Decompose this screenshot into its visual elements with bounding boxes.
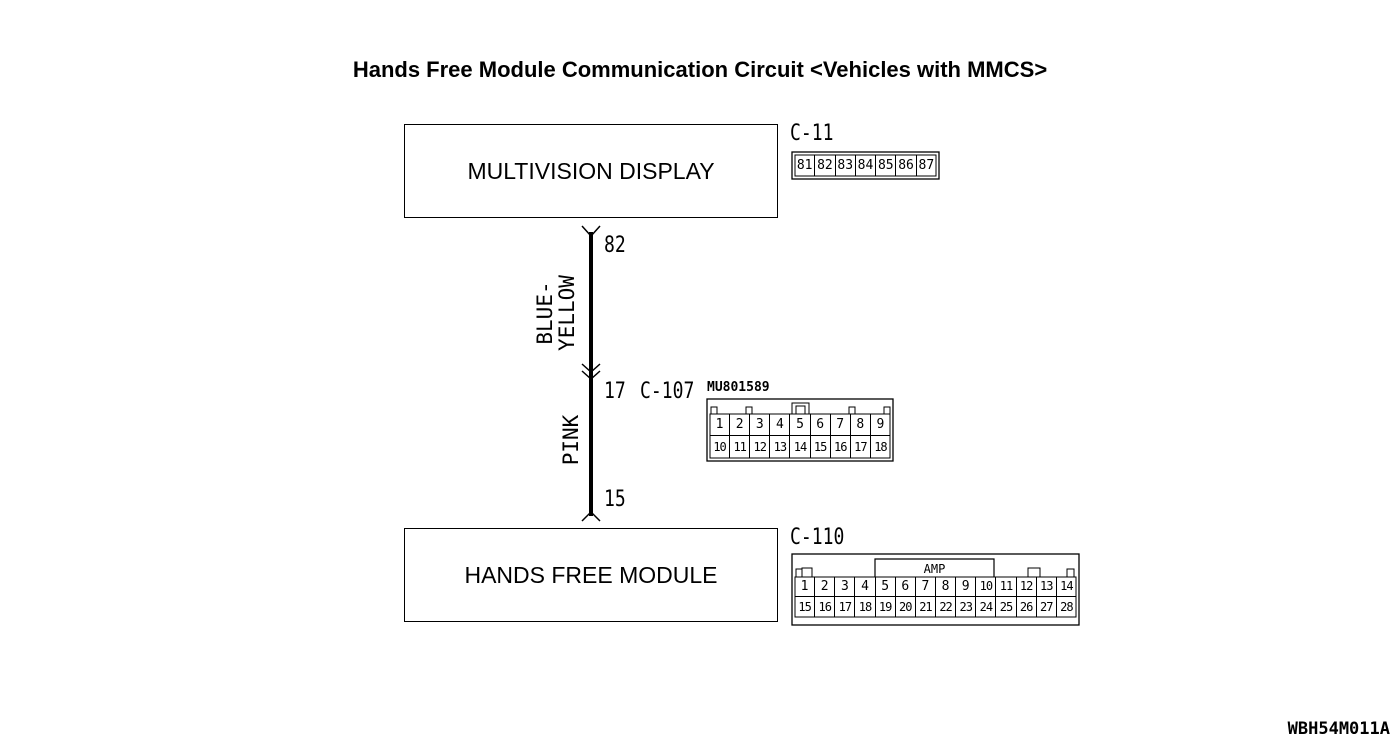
figure-code: WBH54M011A	[1287, 719, 1390, 739]
c107-pin: 3	[750, 414, 771, 435]
c11-pin: 86	[896, 155, 917, 176]
wire-color-line-2: YELLOW	[555, 275, 579, 351]
connector-c11-pins: 81 82 83 84 85 86 87	[795, 155, 936, 176]
c110-pin: 5	[876, 577, 896, 596]
c107-pin: 15	[811, 436, 831, 458]
c107-pin: 2	[730, 414, 751, 435]
c110-pin: 24	[976, 597, 997, 617]
connector-c11-name: C-11	[790, 121, 834, 146]
c107-pin: 16	[831, 436, 851, 458]
connector-c107-row-1: 1 2 3 4 5 6 7 8 9	[710, 414, 890, 436]
c107-pin: 1	[710, 414, 731, 435]
c110-pin: 18	[855, 597, 876, 617]
c110-pin: 26	[1017, 597, 1037, 617]
c107-pin: 11	[730, 436, 751, 458]
connector-c107-name: C-107	[640, 379, 695, 404]
c11-pin: 82	[815, 155, 836, 176]
c107-pin: 9	[876, 417, 885, 432]
c110-pin: 9	[956, 577, 977, 596]
pin-82-label: 82	[604, 233, 626, 258]
c11-pin: 87	[918, 158, 935, 173]
c110-pin: 4	[855, 577, 876, 596]
connector-c107-part-number: MU801589	[707, 380, 770, 395]
c107-pin: 14	[790, 436, 811, 458]
connector-c110-name: C-110	[790, 525, 845, 550]
c110-pin: 21	[916, 597, 936, 617]
wire-color-blue-yellow: BLUE- YELLOW	[533, 263, 579, 363]
c110-pin: 10	[976, 577, 997, 596]
multivision-display-label: MULTIVISION DISPLAY	[467, 157, 715, 184]
c110-pin: 17	[835, 597, 856, 617]
c110-pin: 1	[795, 577, 816, 596]
c107-pin: 4	[770, 414, 791, 435]
c110-pin: 28	[1060, 600, 1073, 614]
c110-pin: 15	[795, 597, 816, 617]
c110-pin: 20	[896, 597, 916, 617]
connector-c110-row-2: 15 16 17 18 19 20 21 22 23 24 25 26 27 2…	[795, 597, 1076, 617]
c110-pin: 6	[896, 577, 916, 596]
hands-free-module-box: HANDS FREE MODULE	[404, 528, 778, 622]
connector-c110-row-1: 1 2 3 4 5 6 7 8 9 10 11 12 13 14	[795, 577, 1076, 597]
c107-pin: 8	[851, 414, 871, 435]
hands-free-module-label: HANDS FREE MODULE	[464, 561, 718, 588]
c11-pin: 85	[876, 155, 897, 176]
c11-pin: 81	[795, 155, 816, 176]
c110-pin: 7	[916, 577, 936, 596]
c110-pin: 23	[956, 597, 977, 617]
wire-color-pink: PINK	[559, 414, 583, 466]
c110-pin: 19	[876, 597, 896, 617]
c110-pin: 27	[1037, 597, 1057, 617]
c110-pin: 2	[815, 577, 836, 596]
c110-pin: 25	[996, 597, 1017, 617]
connector-c110-housing-label: AMP	[923, 562, 946, 576]
c11-pin: 83	[836, 155, 856, 176]
c110-pin: 14	[1060, 579, 1073, 593]
c107-pin: 18	[874, 440, 887, 454]
c107-pin: 13	[770, 436, 791, 458]
c110-pin: 3	[835, 577, 856, 596]
c107-pin: 6	[811, 414, 831, 435]
multivision-display-box: MULTIVISION DISPLAY	[404, 124, 778, 218]
c107-pin: 5	[790, 414, 811, 435]
connector-c107-row-2: 10 11 12 13 14 15 16 17 18	[710, 436, 890, 458]
diagram-title: Hands Free Module Communication Circuit …	[352, 57, 1048, 82]
pin-17-label: 17	[604, 379, 626, 404]
c11-pin: 84	[856, 155, 877, 176]
c110-pin: 16	[815, 597, 836, 617]
pin-15-label: 15	[604, 487, 626, 512]
wire-color-line-1: BLUE-	[533, 281, 557, 345]
c110-pin: 12	[1017, 577, 1037, 596]
c110-pin: 22	[936, 597, 957, 617]
c110-pin: 11	[996, 577, 1017, 596]
c107-pin: 7	[831, 414, 851, 435]
c107-pin: 17	[851, 436, 871, 458]
c107-pin: 12	[750, 436, 771, 458]
c110-pin: 13	[1037, 577, 1057, 596]
c110-pin: 8	[936, 577, 957, 596]
c107-pin: 10	[710, 436, 731, 458]
